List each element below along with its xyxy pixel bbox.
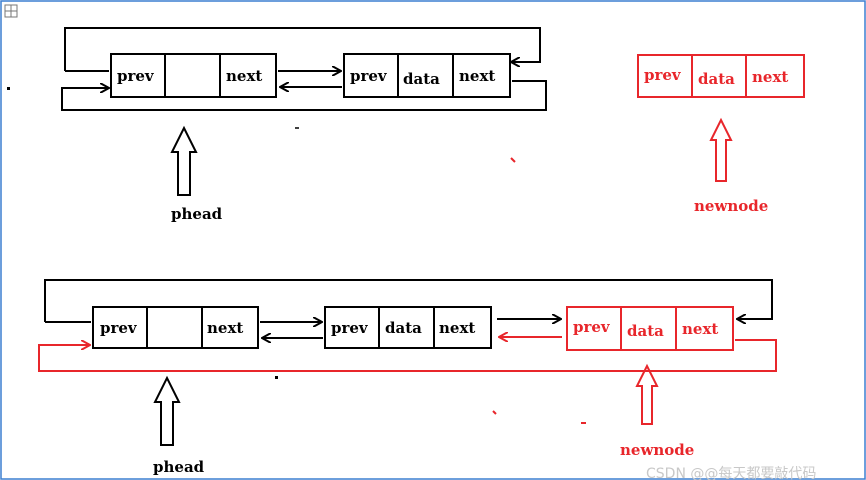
bottom-head-node: prev next [92, 306, 259, 349]
top-newnode-data: data [698, 70, 735, 88]
bottom-newnode-label: newnode [620, 441, 694, 459]
top-diagram: prev next prev data next phead [7, 27, 805, 223]
top-node1-data: data [403, 70, 440, 88]
top-head-next: next [226, 67, 262, 85]
top-newnode-pointer-arrow [709, 117, 733, 182]
bottom-node1-data: data [385, 319, 422, 337]
top-newnode-next: next [752, 68, 788, 86]
bottom-node1-next: next [439, 319, 475, 337]
top-tail-to-head-loop [64, 27, 541, 71]
corner-expand-icon [4, 4, 18, 18]
bottom-newnode-next: next [682, 320, 718, 338]
top-node1-prev: prev [350, 67, 388, 85]
bottom-phead-pointer-arrow [153, 375, 181, 446]
bottom-newnode-prev: prev [573, 318, 611, 336]
bottom-head-next: next [207, 319, 243, 337]
stray-dot-2 [275, 376, 278, 379]
bottom-node1-prev: prev [331, 319, 369, 337]
watermark-text: CSDN @@每天都要敲代码 [646, 465, 816, 480]
stray-dot [7, 87, 10, 90]
bottom-diagram: prev next prev data next prev data next [38, 279, 777, 476]
bottom-phead-label: phead [153, 458, 205, 476]
top-head-to-tail-loop [61, 80, 547, 111]
top-new-node: prev data next [637, 54, 805, 98]
stray-red-mark [510, 157, 516, 163]
top-phead-label: phead [171, 205, 223, 223]
top-node1-next: next [459, 67, 495, 85]
top-newnode-prev: prev [644, 66, 682, 84]
top-head-prev: prev [117, 67, 155, 85]
stray-red-mark-2 [492, 410, 497, 415]
bottom-head-prev: prev [100, 319, 138, 337]
bottom-new-node: prev data next [566, 306, 734, 351]
bottom-head-to-newnode-loop [38, 339, 777, 372]
top-newnode-label: newnode [694, 197, 768, 215]
top-node1: prev data next [343, 53, 511, 98]
top-phead-pointer-arrow [170, 125, 198, 196]
bottom-newnode-pointer-arrow [635, 363, 659, 425]
bottom-newnode-data: data [627, 322, 664, 340]
bottom-newnode-prev-to-head-loop [44, 279, 773, 322]
top-head-node: prev next [110, 53, 277, 98]
bottom-node1: prev data next [324, 306, 492, 349]
